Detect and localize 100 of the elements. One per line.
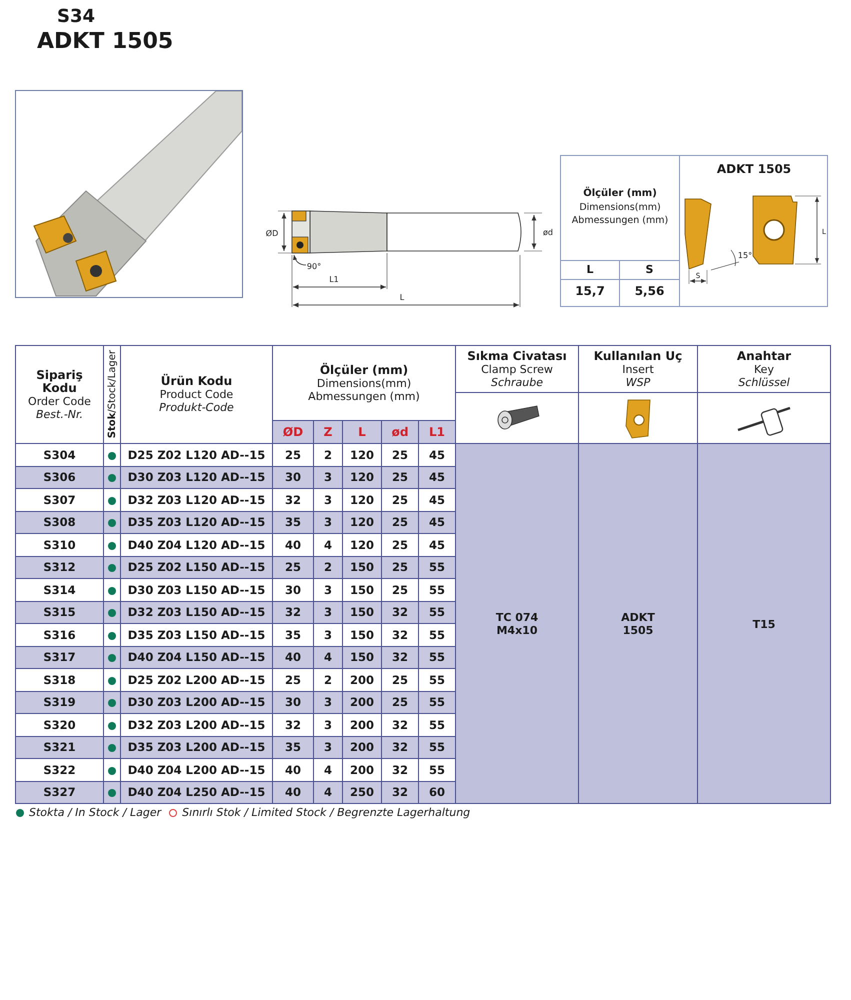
dimension-value: 25 [272,668,314,691]
column-header: WSP [624,376,652,388]
dimension-value: 25 [382,466,418,488]
clamp-screw-code: TC 074 M4x10 [494,610,540,636]
product-code: D40 Z04 L150 AD--15 [120,646,272,668]
product-code: D35 Z03 L200 AD--15 [120,736,272,758]
dimension-label: ØD [266,229,278,238]
product-code: D32 Z03 L200 AD--15 [120,714,272,736]
dimension-value: 3 [314,488,342,511]
dimension-value: 25 [272,444,314,466]
order-code: S310 [16,534,104,556]
order-code: S315 [16,601,104,624]
dimension-value: 4 [314,646,342,668]
order-code: S307 [16,488,104,511]
dimension-value: 40 [272,781,314,804]
dimension-value: 32 [272,714,314,736]
dimension-value: 4 [314,781,342,804]
dimensions-heading: Ölçüler (mm) [582,188,658,199]
dimension-value: 25 [382,691,418,714]
dimension-value: 120 [342,534,382,556]
dimension-value: 3 [314,578,342,601]
dimension-value: 25 [382,444,418,466]
column-header: Key [753,362,775,376]
dimension-value: 25 [382,511,418,534]
product-code: D25 Z02 L200 AD--15 [120,668,272,691]
dimension-label: ød [543,228,553,237]
column-header: Kullanılan Uç [592,350,684,362]
dimension-value: 150 [342,601,382,624]
order-code: S312 [16,556,104,578]
order-code: S319 [16,691,104,714]
dimension-value: 5,56 [634,284,666,298]
order-code: S308 [16,511,104,534]
column-header: Product Code [158,388,234,401]
column-header: Schraube [490,376,544,388]
dimension-value: 25 [382,578,418,601]
dimension-value: 200 [342,714,382,736]
product-code: D32 Z03 L150 AD--15 [120,601,272,624]
order-code: S314 [16,578,104,601]
product-code: D25 Z02 L120 AD--15 [120,444,272,466]
dimensions-heading: Abmessungen (mm) [570,215,670,226]
column-header: Anahtar [736,350,792,362]
column-header: Best.-Nr. [34,408,84,420]
dimension-value: 3 [314,691,342,714]
order-code: S317 [16,646,104,668]
dimension-value: 200 [342,691,382,714]
dimension-value: 120 [342,444,382,466]
dimension-value: 4 [314,758,342,781]
column-header: L [585,263,594,276]
order-code: S321 [16,736,104,758]
dimension-value: 2 [314,556,342,578]
column-header: Schlüssel [737,376,791,388]
key-size: T15 [752,618,776,630]
dimension-value: 150 [342,556,382,578]
dimension-value: 25 [382,534,418,556]
dimension-value: 32 [382,736,418,758]
dimension-value: 3 [314,466,342,488]
series-title: S34 [57,6,96,27]
product-code: D40 Z04 L120 AD--15 [120,534,272,556]
dimension-label: L1 [329,275,339,284]
product-code: D32 Z03 L120 AD--15 [120,488,272,511]
column-header: L1 [418,420,456,444]
product-code: D30 Z03 L200 AD--15 [120,691,272,714]
dimension-value: 3 [314,736,342,758]
legend-text: Sınırlı Stok / Limited Stock / Begrenzte Lagerhaltung [182,806,470,819]
column-header: Sipariş Kodu [35,368,84,394]
dimension-value: 25 [382,668,418,691]
column-header: Z [314,420,342,444]
dimension-value: 32 [382,624,418,646]
order-code: S327 [16,781,104,804]
dimension-value: 15,7 [574,284,606,298]
dimension-value: 150 [342,578,382,601]
dimension-value: 30 [272,578,314,601]
angle-label: 15° [738,251,752,260]
dimension-value: 200 [342,758,382,781]
order-code: S306 [16,466,104,488]
order-code: S322 [16,758,104,781]
dimension-label: L [400,293,404,302]
column-header: Order Code [27,394,92,408]
column-header: Insert [621,362,655,376]
dimension-value: 25 [272,556,314,578]
dimension-value: 35 [272,624,314,646]
column-header: ØD [272,420,314,444]
column-header: ød [382,420,418,444]
dimension-value: 150 [342,624,382,646]
dimension-value: 2 [314,444,342,466]
column-header: Sıkma Civatası [466,350,568,362]
dimension-value: 150 [342,646,382,668]
dimensions-heading: Dimensions(mm) [578,202,662,213]
product-code: D40 Z04 L200 AD--15 [120,758,272,781]
dimension-value: 3 [314,511,342,534]
dimension-value: 35 [272,736,314,758]
dimension-value: 4 [314,534,342,556]
column-header: Stok/Stock/Lager [106,350,118,439]
product-code: D25 Z02 L150 AD--15 [120,556,272,578]
dimension-value: 32 [382,646,418,668]
dimension-value: 250 [342,781,382,804]
column-header: Ürün Kodu [160,375,234,388]
dimension-value: 32 [382,758,418,781]
dimension-value: 3 [314,601,342,624]
dimension-value: 120 [342,488,382,511]
